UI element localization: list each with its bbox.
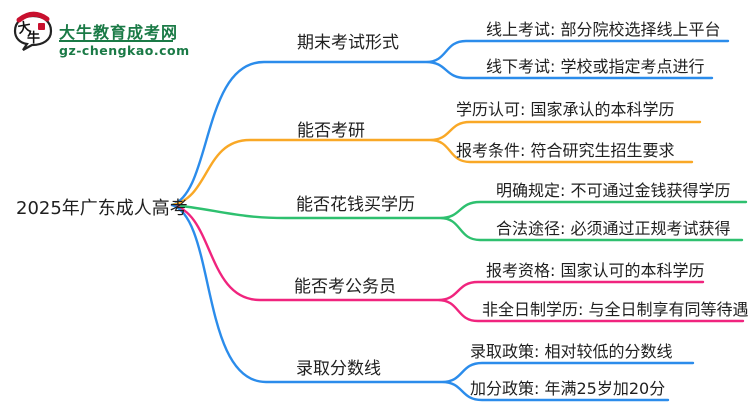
svg-text:大: 大 xyxy=(17,19,33,37)
svg-text:牛: 牛 xyxy=(27,30,40,46)
branch-node-buy-diploma[interactable]: 能否花钱买学历 xyxy=(296,195,415,215)
root-node[interactable]: 2025年广东成人高考 xyxy=(16,198,188,219)
branch-node-civil-service[interactable]: 能否考公务员 xyxy=(294,277,396,297)
branch-4-line xyxy=(170,203,745,323)
branch-3-line xyxy=(170,200,748,242)
leaf-node-bonus-policy[interactable]: 加分政策: 年满25岁加20分 xyxy=(470,379,666,398)
leaf-node-parttime-equal[interactable]: 非全日制学历: 与全日制享有同等待遇 xyxy=(482,300,749,319)
logo-title: 大牛教育成考网 xyxy=(59,23,179,42)
leaf-node-legal-way[interactable]: 合法途径: 必须通过正规考试获得 xyxy=(496,219,731,238)
branch-5-line xyxy=(170,203,695,402)
daniu-bubble-icon: 大 牛 xyxy=(13,11,53,51)
leaf-node-offline-exam[interactable]: 线下考试: 学校或指定考点进行 xyxy=(486,57,705,76)
leaf-node-apply-condition[interactable]: 报考条件: 符合研究生招生要求 xyxy=(456,141,675,160)
logo-url: gz-chengkao.com xyxy=(59,43,190,58)
branch-node-admission-score[interactable]: 录取分数线 xyxy=(296,359,381,379)
leaf-node-degree-recognized[interactable]: 学历认可: 国家承认的本科学历 xyxy=(456,100,675,119)
branch-2-line xyxy=(170,120,702,207)
leaf-node-apply-qualification[interactable]: 报考资格: 国家认可的本科学历 xyxy=(486,261,705,280)
branch-1-line xyxy=(170,39,730,207)
leaf-node-admission-policy[interactable]: 录取政策: 相对较低的分数线 xyxy=(470,342,673,361)
branch-node-postgrad[interactable]: 能否考研 xyxy=(297,121,365,141)
leaf-node-online-exam[interactable]: 线上考试: 部分院校选择线上平台 xyxy=(486,20,721,39)
site-logo: 大 牛 大牛教育成考网 gz-chengkao.com xyxy=(12,6,212,58)
leaf-node-rule-no-buying[interactable]: 明确规定: 不可通过金钱获得学历 xyxy=(496,181,731,200)
branch-node-exam-format[interactable]: 期末考试形式 xyxy=(297,33,399,53)
logo-divider xyxy=(59,40,173,42)
